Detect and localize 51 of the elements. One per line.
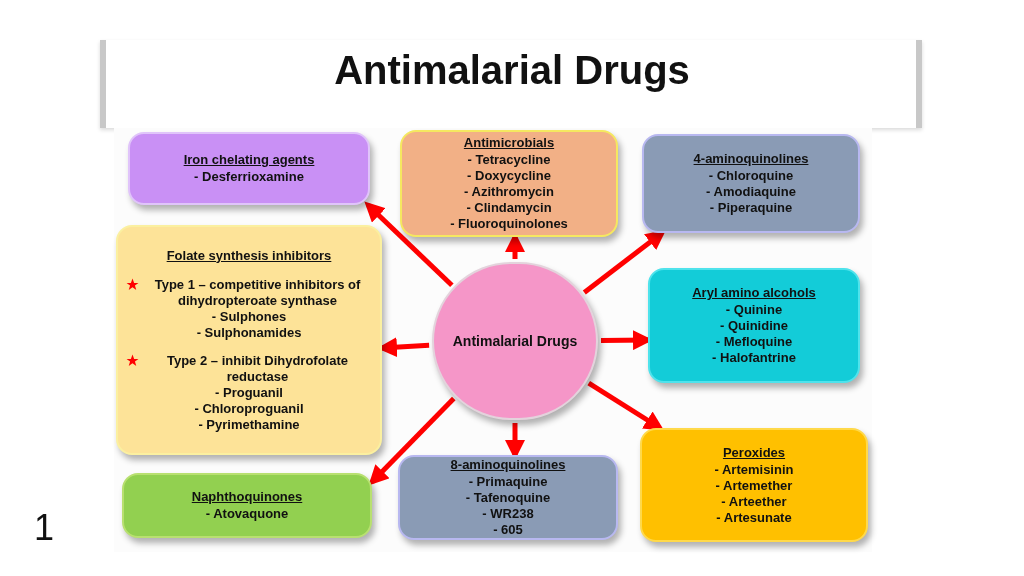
category-heading: Antimicrobials (463, 135, 555, 151)
category-box (128, 132, 370, 205)
category-heading: 4-aminoquinolines (693, 151, 809, 167)
center-label: Antimalarial Drugs (452, 332, 578, 350)
drug-item: - WR238 (482, 506, 534, 522)
type-description: Type 2 – inhibit Dihydrofolate reductase (165, 352, 350, 385)
category-heading: Naphthoquinones (191, 489, 303, 505)
category-heading: Aryl amino alcohols (692, 285, 816, 301)
category-heading: Peroxides (722, 444, 786, 461)
drug-item: - Artesunate (716, 509, 792, 526)
category-heading: 8-aminoquinolines (450, 457, 566, 473)
arrow (368, 396, 456, 486)
drug-item: - Proguanil (215, 384, 283, 401)
category-box (648, 268, 860, 383)
drug-item: - Tafenoquine (465, 490, 551, 506)
slide-number: 1 (34, 508, 55, 548)
title: Antimalarial Drugs (333, 47, 691, 94)
drug-item: - Pyrimethamine (198, 416, 300, 433)
drug-item: - Artemisinin (714, 461, 794, 478)
drug-item: - Doxycycline (467, 168, 551, 184)
drug-item: - 605 (493, 522, 523, 538)
drug-item: - Tetracycline (467, 152, 551, 168)
type-description: Type 1 – competitive inhibitors of dihydropteroate synthase (153, 276, 362, 309)
drug-item: - Sulphonamides (196, 324, 302, 341)
category-box (116, 225, 382, 455)
arrow (364, 201, 454, 288)
drug-item: - Chloroproguanil (194, 400, 304, 417)
drug-item: - Clindamycin (466, 200, 552, 216)
drug-item: - Quinine (725, 302, 783, 318)
drug-item: - Chloroquine (708, 168, 794, 184)
category-heading: Iron chelating agents (183, 152, 315, 168)
drug-item: - Quinidine (720, 318, 788, 334)
drug-item: - Artemether (715, 477, 793, 494)
category-box (640, 428, 868, 542)
arrow (587, 381, 665, 431)
drug-item: - Atovaquone (205, 506, 289, 522)
drug-item: - Amodiaquine (706, 184, 796, 200)
drug-item: - Piperaquine (709, 200, 793, 216)
drug-item: - Primaquine (468, 474, 548, 490)
drug-item: - Azithromycin (464, 184, 554, 200)
category-heading: Folate synthesis inhibitors (166, 247, 332, 264)
drug-item: - Sulphones (211, 308, 287, 325)
drug-item: - Fluoroquinolones (450, 216, 568, 232)
category-box (400, 130, 618, 237)
drug-item: - Halofantrine (712, 350, 796, 366)
category-box (642, 134, 860, 233)
category-box (122, 473, 372, 538)
drug-item: - Desferrioxamine (194, 169, 304, 185)
category-box (398, 455, 618, 540)
drug-item: - Mefloquine (715, 334, 793, 350)
drug-item: - Arteether (721, 493, 787, 510)
